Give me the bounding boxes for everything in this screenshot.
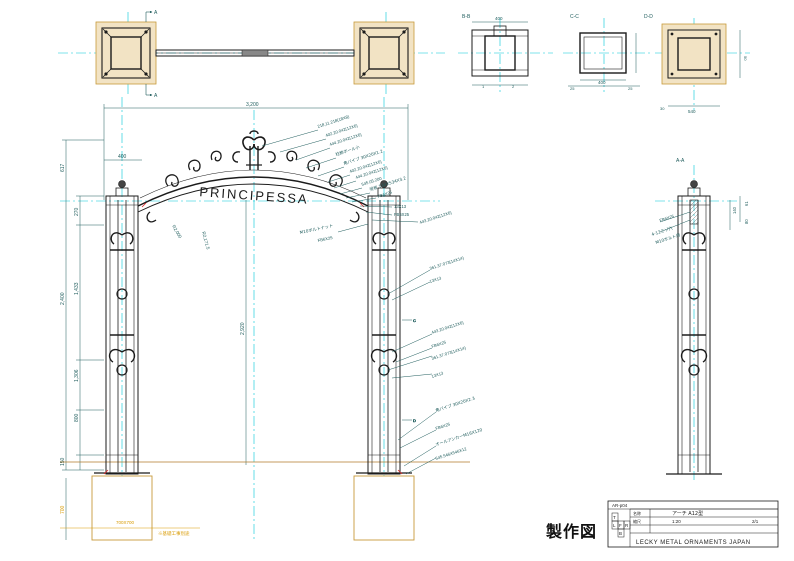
callout-arch-9: FB6X25	[377, 189, 394, 199]
dd-dim-540: 540	[688, 109, 696, 114]
post-callouts: 361.37.073(14X14) 13X13 443.20.042(12X6)…	[429, 255, 484, 461]
callout-post-2: 443.20.042(12X6)	[431, 320, 465, 335]
dim-left-270: 270	[74, 207, 80, 216]
callout-arch-12: 443.20.042(12X6)	[419, 210, 453, 225]
arch-scrollwork	[146, 150, 360, 223]
callout-post-5: 13X13	[431, 370, 445, 379]
tb-company: LECKY METAL ORNAMENTS JAPAN	[636, 540, 751, 546]
arc-label-r1: R2,171.5	[201, 231, 211, 250]
section-cc-label: C-C	[570, 14, 579, 20]
svg-text:C: C	[413, 318, 416, 323]
aa-dim-61: 61	[744, 201, 749, 206]
aa-dim-80: 80	[744, 219, 749, 224]
title-block: T L F R B AR-p04 名称 アーチ A12型 縮尺 1:20 2/1…	[607, 500, 779, 548]
dd-dim-50: 50	[743, 56, 748, 61]
dim-overall-width: 3,200	[246, 102, 259, 108]
callout-arch-11: FB6X25	[394, 212, 410, 217]
section-dd-label: D-D	[644, 14, 653, 20]
tb-name-label: 名称	[633, 510, 641, 516]
section-a-top-label: A	[154, 10, 158, 16]
dim-left-1306: 1,306	[74, 369, 80, 382]
arch-crest	[232, 130, 276, 170]
callout-post-7: FB6X25	[435, 421, 452, 431]
callout-post-1: 13X13	[429, 275, 443, 284]
tb-box-t: T	[613, 515, 616, 520]
arc-label-r2: R2,000	[171, 224, 183, 239]
tb-code: AR-p04	[612, 503, 628, 508]
footings	[91, 472, 415, 541]
dim-left-800: 800	[74, 413, 80, 422]
footing-right	[353, 475, 415, 541]
left-post-scrolls	[108, 232, 136, 363]
section-cc: C-C 400 25 25	[568, 14, 640, 91]
dim-left-total: 2,400	[60, 292, 66, 305]
cc-dim-25a: 25	[570, 86, 575, 91]
arch-callout-leaders	[261, 129, 419, 223]
foundation-remark: ※基礎工事別途	[158, 530, 190, 537]
callout-arch-10: 13X13	[394, 204, 407, 209]
bb-dim-2: 2	[512, 84, 515, 89]
red-tick-marks	[103, 202, 403, 475]
section-bb-label: B-B	[462, 14, 471, 20]
cc-dim-25b: 25	[628, 86, 633, 91]
foundation-note: 700X700	[116, 520, 135, 525]
callout-post-8: オールアンカーM16X120	[435, 427, 484, 448]
tb-name-value: アーチ A12型	[672, 510, 703, 517]
dim-inner-height: 2,920	[240, 322, 246, 335]
dim-left-617: 617	[60, 163, 66, 172]
callout-side-0: M10ボルトナット	[299, 222, 334, 236]
bb-dim-1: 1	[482, 84, 485, 89]
tb-box-r: R	[625, 523, 629, 528]
callout-arch-7: 545.05.200	[361, 176, 383, 187]
dim-post-width: 400	[118, 154, 127, 160]
dim-left-1433: 1,433	[74, 282, 80, 295]
front-dimensions	[62, 104, 409, 540]
section-a-bottom-label: A	[154, 93, 158, 99]
bb-dim-400: 400	[495, 16, 503, 21]
dim-foundation: 700	[60, 505, 66, 514]
footing-left	[91, 475, 153, 541]
cc-dim-400: 400	[598, 80, 606, 85]
drawing-type-label: 製作図	[546, 522, 598, 541]
tb-box-b: B	[619, 531, 622, 536]
section-aa-label: A-A	[676, 158, 685, 164]
aa-dim-140: 140	[732, 206, 737, 214]
tb-scale-label: 縮尺	[633, 518, 641, 524]
tb-unit-value: 2/1	[752, 519, 759, 524]
tb-box-f: F	[619, 523, 622, 528]
post-callout-leaders	[387, 269, 437, 475]
side-view-aa: A-A FB6X25 4-12ミゾ穴 M	[650, 158, 749, 475]
tb-scale-value: 1:20	[672, 519, 681, 524]
callout-post-0: 361.37.073(14X14)	[429, 255, 465, 271]
callout-side-1: FB6X25	[317, 235, 333, 243]
callout-post-6: 角パイプ 30X20X2.3	[434, 394, 476, 413]
right-post-scrolls	[370, 232, 398, 363]
callout-post-3: FB6X25	[431, 339, 448, 349]
section-bb: B-B 400 1 2	[462, 14, 529, 89]
arch	[137, 169, 369, 213]
tb-box-l: L	[613, 523, 616, 528]
callout-post-9: 545.546X546X12	[435, 446, 468, 461]
section-dd: D-D 540 30 50	[644, 14, 748, 114]
svg-text:D: D	[413, 418, 416, 423]
plan-view: A A	[95, 10, 415, 99]
dd-dim-30: 30	[660, 106, 665, 111]
centerlines	[58, 12, 750, 540]
callout-aa-0: FB6X25	[659, 213, 676, 223]
